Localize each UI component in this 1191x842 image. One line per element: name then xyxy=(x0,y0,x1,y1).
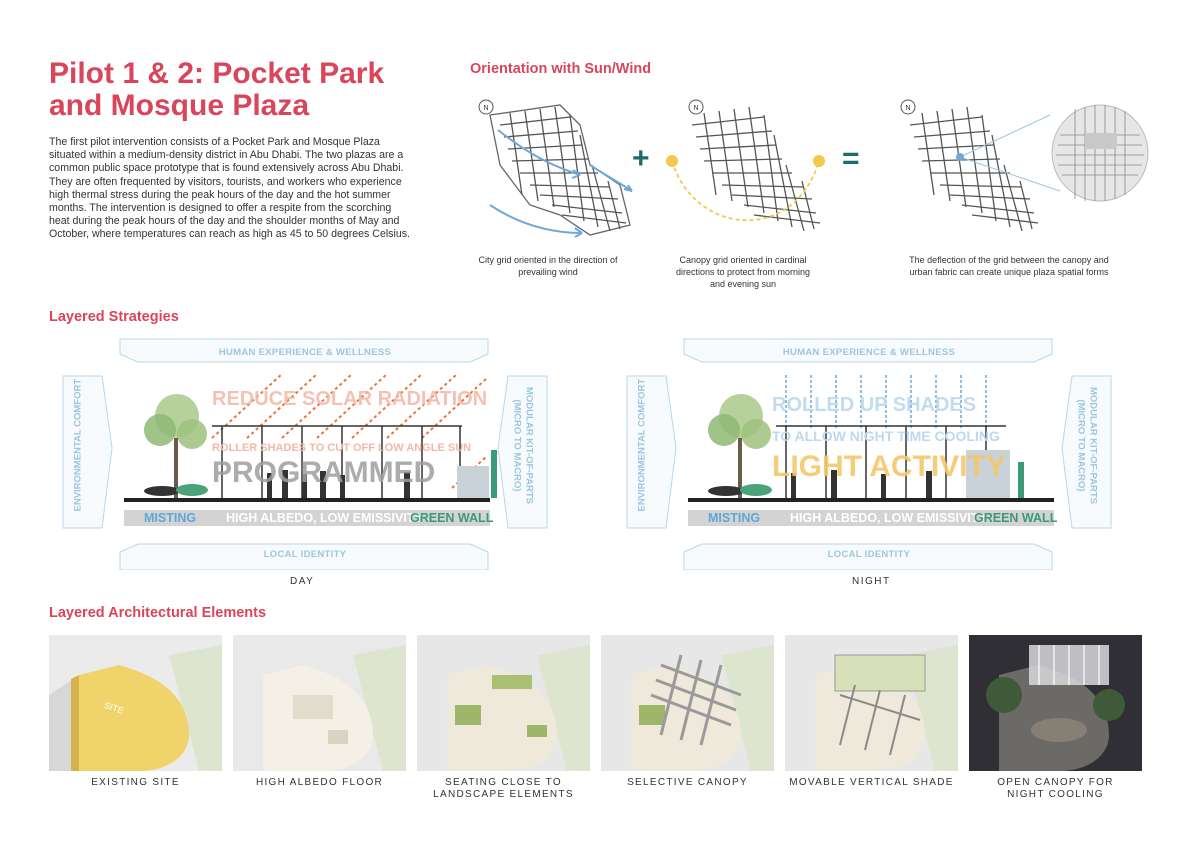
night-line-3: LIGHT ACTIVITY xyxy=(772,450,1006,483)
thumb-night-canopy xyxy=(969,635,1142,771)
caption-existing-site: EXISTING SITE xyxy=(91,777,180,788)
caption-deflection: The deflection of the grid between the c… xyxy=(909,255,1109,277)
right-side-label-2: (MICRO TO MACRO) xyxy=(1075,399,1087,492)
bottom-bar-label: LOCAL IDENTITY xyxy=(263,549,347,560)
sun-evening-icon xyxy=(813,155,825,167)
sun-morning-icon xyxy=(666,155,678,167)
day-line-1: REDUCE SOLAR RADIATION xyxy=(212,388,488,410)
bottom-bar-label: LOCAL IDENTITY xyxy=(827,549,911,560)
page-title: Pilot 1 & 2: Pocket Park and Mosque Plaz… xyxy=(49,57,385,122)
top-bar-label: HUMAN EXPERIENCE & WELLNESS xyxy=(218,347,392,358)
day-line-3: PROGRAMMED xyxy=(212,456,436,489)
north-icon: N xyxy=(483,105,488,112)
day-line-2: ROLLER SHADES TO CUT OFF LOW ANGLE SUN xyxy=(212,442,472,454)
intro-paragraph: The first pilot intervention consists of… xyxy=(49,136,410,241)
equals-sign: = xyxy=(842,142,860,175)
caption-seating: SEATING CLOSE TO LANDSCAPE ELEMENTS xyxy=(433,777,574,800)
left-side-label: ENVIRONMENTAL COMFORT xyxy=(636,378,648,512)
thumb-movable-shade xyxy=(785,635,958,771)
albedo-label: HIGH ALBEDO, LOW EMISSIVITY xyxy=(790,511,987,525)
day-strategy-diagram: HUMAN EXPERIENCE & WELLNESS LOCAL IDENTI… xyxy=(62,338,548,570)
deflection-diagram: N xyxy=(900,99,1149,232)
albedo-label: HIGH ALBEDO, LOW EMISSIVITY xyxy=(226,511,423,525)
caption-selective-canopy: SELECTIVE CANOPY xyxy=(627,777,748,788)
top-bar-label: HUMAN EXPERIENCE & WELLNESS xyxy=(782,347,956,358)
right-side-label-1: MODULAR KIT-OF-PARTS xyxy=(1087,387,1099,504)
night-line-1: ROLLED UP SHADES xyxy=(772,394,977,416)
night-line-2: TO ALLOW NIGHT TIME COOLING xyxy=(772,428,1000,444)
night-label: NIGHT xyxy=(852,576,891,587)
strategies-heading: Layered Strategies xyxy=(49,309,179,325)
night-frame xyxy=(626,338,1112,570)
thumb-high-albedo-floor xyxy=(233,635,406,771)
city-grid-diagram: N xyxy=(478,99,633,238)
plus-sign: + xyxy=(632,142,650,175)
caption-canopy-grid: Canopy grid oriented in cardinal directi… xyxy=(675,255,811,289)
day-label: DAY xyxy=(290,576,315,587)
green-wall-label: GREEN WALL xyxy=(410,511,494,525)
canopy-grid-diagram: N xyxy=(666,99,825,232)
night-strategy-diagram: HUMAN EXPERIENCE & WELLNESS LOCAL IDENTI… xyxy=(626,338,1112,570)
orientation-heading: Orientation with Sun/Wind xyxy=(470,61,652,77)
thumb-selective-canopy xyxy=(601,635,774,771)
north-icon: N xyxy=(905,105,910,112)
caption-night-canopy: OPEN CANOPY FOR NIGHT COOLING xyxy=(997,777,1114,800)
right-side-label-1: MODULAR KIT-OF-PARTS xyxy=(523,387,535,504)
green-wall-label: GREEN WALL xyxy=(974,511,1058,525)
caption-city-grid: City grid oriented in the direction of p… xyxy=(478,255,618,277)
misting-label: MISTING xyxy=(708,511,761,525)
thumb-seating xyxy=(417,635,590,771)
caption-movable-shade: MOVABLE VERTICAL SHADE xyxy=(789,777,954,788)
thumb-existing-site: SITE xyxy=(49,635,222,771)
caption-high-albedo-floor: HIGH ALBEDO FLOOR xyxy=(255,777,384,788)
misting-label: MISTING xyxy=(144,511,197,525)
right-side-label-2: (MICRO TO MACRO) xyxy=(511,399,523,492)
left-side-label: ENVIRONMENTAL COMFORT xyxy=(72,378,84,512)
elements-heading: Layered Architectural Elements xyxy=(49,605,267,621)
day-frame xyxy=(62,338,548,570)
north-icon: N xyxy=(693,105,698,112)
